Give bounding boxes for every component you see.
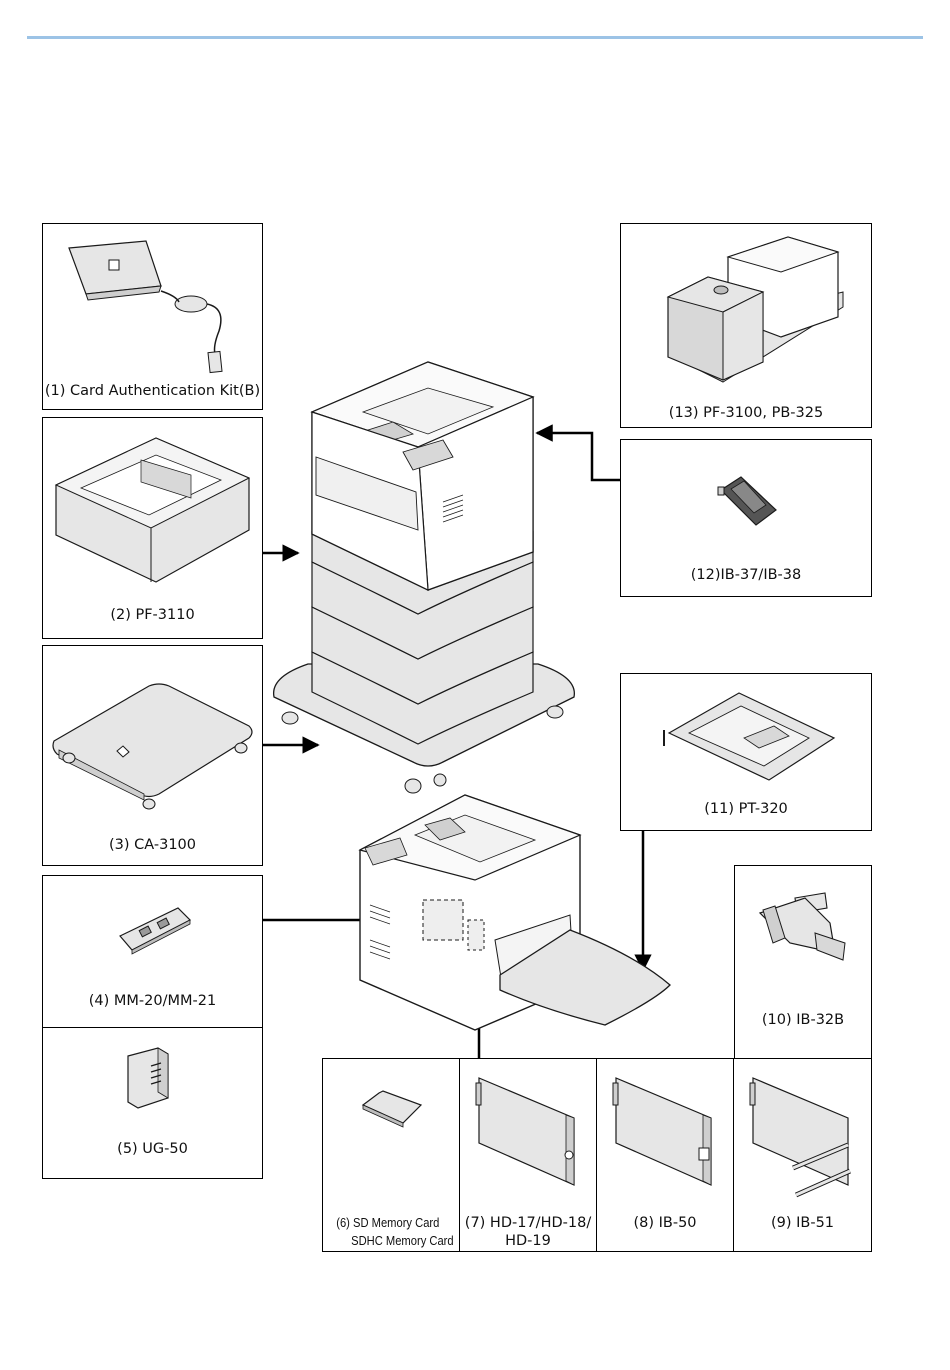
option-label: (12)IB-37/IB-38	[621, 566, 871, 584]
option-label-line2: SDHC Memory Card	[351, 1232, 451, 1250]
option-paper-feeder: (2) PF-3110	[42, 417, 263, 639]
option-memory-module: (4) MM-20/MM-21	[42, 875, 263, 1028]
memory-module-icon	[118, 906, 193, 961]
option-ib51: (9) IB-51	[733, 1058, 872, 1252]
option-caster-base: (3) CA-3100	[42, 645, 263, 866]
option-label: (11) PT-320	[621, 800, 871, 818]
printer-stack-illustration	[268, 352, 580, 797]
caster-base-icon	[49, 676, 259, 816]
option-label: (2) PF-3110	[43, 606, 262, 624]
option-label: (5) UG-50	[43, 1140, 262, 1158]
job-separator-icon	[659, 688, 839, 788]
option-label: (3) CA-3100	[43, 836, 262, 854]
wireless-lan-icon	[716, 475, 781, 530]
paper-feeder-icon	[51, 430, 256, 590]
option-ssd: (7) HD-17/HD-18/ HD-19	[459, 1058, 597, 1252]
option-pt320: (11) PT-320	[620, 673, 872, 831]
wireless-module-icon	[123, 1046, 183, 1116]
network-card-icon	[611, 1073, 721, 1193]
option-label: (13) PF-3100, PB-325	[621, 404, 871, 422]
wireless-card-icon	[748, 1073, 863, 1203]
option-pf3100: (13) PF-3100, PB-325	[620, 223, 872, 428]
option-ib50: (8) IB-50	[596, 1058, 734, 1252]
option-label: (1) Card Authentication Kit(B)	[43, 382, 262, 400]
option-card-authentication-kit: (1) Card Authentication Kit(B)	[42, 223, 263, 410]
option-label: (9) IB-51	[734, 1214, 871, 1232]
option-label: (10) IB-32B	[735, 1011, 871, 1029]
card-reader-icon	[61, 236, 246, 376]
option-label: (4) MM-20/MM-21	[43, 992, 262, 1010]
option-label-line1: (7) HD-17/HD-18/	[460, 1214, 596, 1232]
ssd-icon	[474, 1073, 584, 1193]
large-feeder-icon	[663, 232, 848, 392]
option-ib37: (12)IB-37/IB-38	[620, 439, 872, 597]
option-ib32b: (10) IB-32B	[734, 865, 872, 1059]
sd-card-icon	[361, 1087, 426, 1132]
option-label: (8) IB-50	[597, 1214, 733, 1232]
option-ug50: (5) UG-50	[42, 1027, 263, 1179]
parallel-interface-icon	[755, 888, 855, 968]
option-label-line1: (6) SD Memory Card	[336, 1214, 450, 1232]
option-label-line2: HD-19	[460, 1232, 596, 1250]
option-sd-memory-card: (6) SD Memory Card SDHC Memory Card	[322, 1058, 460, 1252]
